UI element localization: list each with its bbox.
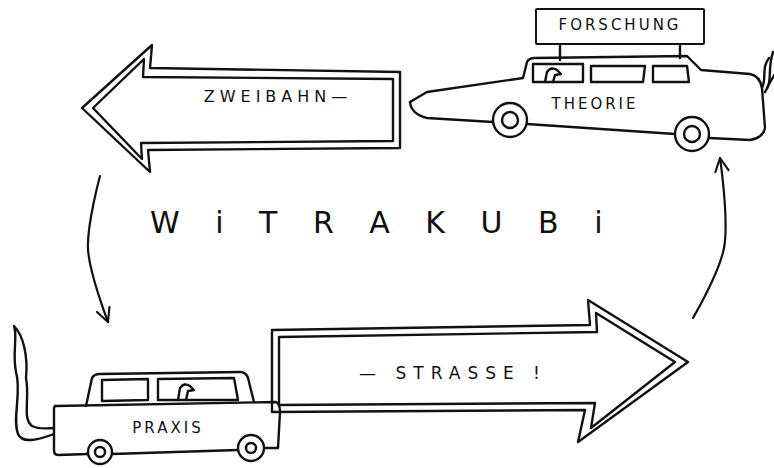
- arrow-sign: ZWEIBAHN—: [78, 40, 403, 176]
- curved-arrow: [693, 158, 726, 318]
- car-wheel: [238, 435, 264, 461]
- sketch-line: [653, 66, 689, 82]
- sketch-line: [545, 68, 561, 82]
- sketch-line: [279, 313, 675, 428]
- roof-sign: FORSCHUNG: [535, 8, 705, 45]
- sketch-line: [54, 406, 88, 455]
- car-praxis: PRAXIS: [8, 322, 283, 464]
- sketch-line: [14, 326, 54, 440]
- title-word: W i T R A K U B i: [150, 205, 613, 240]
- sketch-line: [527, 124, 675, 134]
- sketch-line: [112, 450, 238, 454]
- node-label: — STRASSE !: [303, 364, 603, 383]
- sketch-line: [82, 45, 400, 172]
- car-wheel: [88, 440, 112, 464]
- shape-outline: [78, 40, 403, 176]
- shape-outline: [8, 322, 283, 464]
- wheel-hub: [95, 447, 105, 457]
- sketch-line: [158, 378, 238, 400]
- node-label: THEORIE: [530, 96, 660, 113]
- sketch-line: [272, 300, 688, 442]
- sketch-line: [178, 384, 194, 400]
- wheel-hub: [684, 126, 700, 142]
- curved-arrow: [88, 176, 108, 322]
- sketch-line: [533, 64, 583, 82]
- wheel-hub: [502, 112, 518, 128]
- node-label: ZWEIBAHN—: [158, 88, 398, 106]
- sketch-line: [767, 70, 774, 88]
- wheel-hub: [246, 443, 256, 453]
- sketch-line: [410, 102, 493, 122]
- sketch-line: [591, 66, 645, 82]
- car-theorie: THEORIE: [405, 48, 770, 158]
- sketch-line: [410, 56, 765, 140]
- node-label: FORSCHUNG: [537, 17, 703, 34]
- sketch-line: [102, 379, 148, 401]
- car-wheel: [675, 117, 709, 151]
- arrow-sign: — STRASSE !: [268, 296, 693, 448]
- node-label: PRAXIS: [108, 420, 228, 437]
- sketch-line: [86, 372, 254, 406]
- sketch-line: [93, 59, 393, 159]
- car-wheel: [493, 103, 527, 137]
